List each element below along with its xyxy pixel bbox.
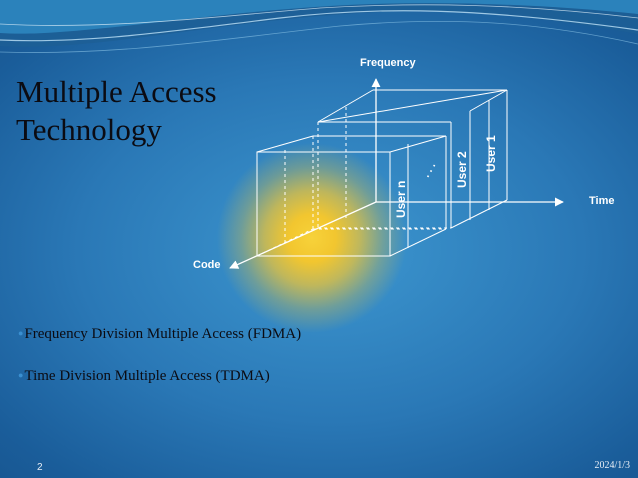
front-box <box>256 107 447 257</box>
user-1-label: User 1 <box>484 135 498 172</box>
bullet-dot-icon: ● <box>18 370 24 380</box>
back-box <box>317 89 508 229</box>
code-axis-label: Code <box>193 259 221 271</box>
ellipsis-label: . . . <box>420 160 438 179</box>
user-n-label: User n <box>394 181 408 218</box>
page-number: 2 <box>37 462 43 473</box>
slide-date: 2024/1/3 <box>594 460 630 471</box>
axes <box>229 78 564 269</box>
user-2-label: User 2 <box>455 151 469 188</box>
bullet-fdma: ●Frequency Division Multiple Access (FDM… <box>18 326 302 342</box>
time-axis-label: Time <box>589 195 614 207</box>
frequency-axis-label: Frequency <box>360 57 417 69</box>
code-axis <box>229 201 377 269</box>
bullet-dot-icon: ● <box>18 328 24 338</box>
bullet-tdma: ●Time Division Multiple Access (TDMA) <box>18 368 270 384</box>
